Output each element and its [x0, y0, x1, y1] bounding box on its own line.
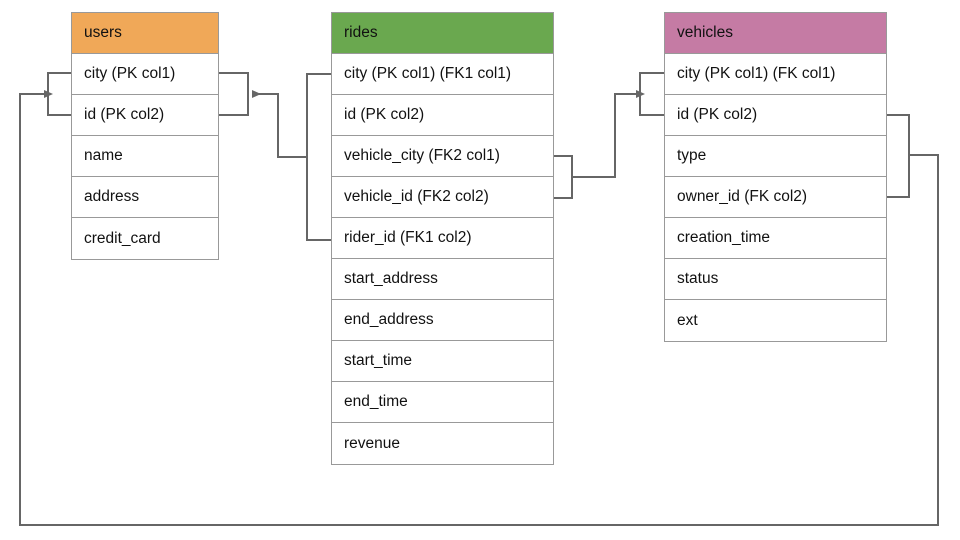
vehicles-left-bracket [639, 72, 664, 116]
users-right-bracket [219, 72, 249, 116]
entity-users-title: users [84, 24, 122, 41]
column-label: credit_card [84, 229, 161, 247]
column-label: start_address [344, 270, 438, 287]
column-label: id (PK col2) [677, 106, 758, 123]
column-label: type [677, 147, 707, 164]
entity-rides[interactable]: rides city (PK col1) (FK1 col1) id (PK c… [331, 12, 554, 465]
edge-rides-to-vehicles [572, 90, 645, 178]
entity-rides-column-vehicle-city[interactable]: vehicle_city (FK2 col1) [332, 136, 553, 177]
entity-vehicles-column-type[interactable]: type [665, 136, 886, 177]
entity-rides-column-start-address[interactable]: start_address [332, 259, 553, 300]
entity-vehicles-column-owner-id[interactable]: owner_id (FK col2) [665, 177, 886, 218]
column-label: start_time [344, 352, 413, 369]
column-label: city (PK col1) [84, 65, 176, 82]
column-label: owner_id (FK col2) [677, 188, 808, 205]
column-label: city (PK col1) (FK1 col1) [344, 65, 512, 82]
column-label: rider_id (FK1 col2) [344, 229, 472, 246]
column-label: address [84, 188, 140, 205]
entity-rides-column-vehicle-id[interactable]: vehicle_id (FK2 col2) [332, 177, 553, 218]
entity-rides-column-start-time[interactable]: start_time [332, 341, 553, 382]
entity-rides-column-id[interactable]: id (PK col2) [332, 95, 553, 136]
column-label: city (PK col1) (FK col1) [677, 65, 836, 82]
entity-rides-column-end-time[interactable]: end_time [332, 382, 553, 423]
entity-users-column-name[interactable]: name [72, 136, 218, 177]
column-label: vehicle_id (FK2 col2) [344, 188, 489, 205]
column-label: status [677, 270, 719, 287]
entity-vehicles-title: vehicles [677, 24, 733, 41]
rides-left-bracket [306, 73, 331, 241]
entity-users-column-city[interactable]: city (PK col1) [72, 54, 218, 95]
entity-users[interactable]: users city (PK col1) id (PK col2) name a… [71, 12, 219, 260]
column-label: id (PK col2) [84, 106, 165, 123]
entity-vehicles-column-id[interactable]: id (PK col2) [665, 95, 886, 136]
rides-right-bracket [554, 155, 573, 199]
edge-rides-to-users [252, 90, 307, 158]
column-label: vehicle_city (FK2 col1) [344, 147, 500, 164]
entity-rides-column-revenue[interactable]: revenue [332, 423, 553, 464]
entity-rides-title: rides [344, 24, 378, 41]
column-label: end_address [344, 311, 434, 328]
entity-rides-column-end-address[interactable]: end_address [332, 300, 553, 341]
entity-vehicles-column-city[interactable]: city (PK col1) (FK col1) [665, 54, 886, 95]
vehicles-right-bracket [887, 114, 910, 198]
column-label: ext [677, 311, 698, 329]
entity-vehicles-column-status[interactable]: status [665, 259, 886, 300]
entity-rides-column-city[interactable]: city (PK col1) (FK1 col1) [332, 54, 553, 95]
entity-rides-header: rides [332, 13, 553, 54]
entity-users-column-address[interactable]: address [72, 177, 218, 218]
entity-vehicles-column-creation-time[interactable]: creation_time [665, 218, 886, 259]
column-label: revenue [344, 434, 401, 452]
entity-vehicles-column-ext[interactable]: ext [665, 300, 886, 341]
entity-users-column-id[interactable]: id (PK col2) [72, 95, 218, 136]
entity-vehicles[interactable]: vehicles city (PK col1) (FK col1) id (PK… [664, 12, 887, 342]
entity-rides-column-rider-id[interactable]: rider_id (FK1 col2) [332, 218, 553, 259]
users-left-bracket [47, 72, 71, 116]
column-label: id (PK col2) [344, 106, 425, 123]
column-label: name [84, 147, 123, 164]
entity-users-header: users [72, 13, 218, 54]
column-label: creation_time [677, 229, 771, 246]
entity-users-column-credit-card[interactable]: credit_card [72, 218, 218, 259]
column-label: end_time [344, 393, 408, 410]
entity-vehicles-header: vehicles [665, 13, 886, 54]
